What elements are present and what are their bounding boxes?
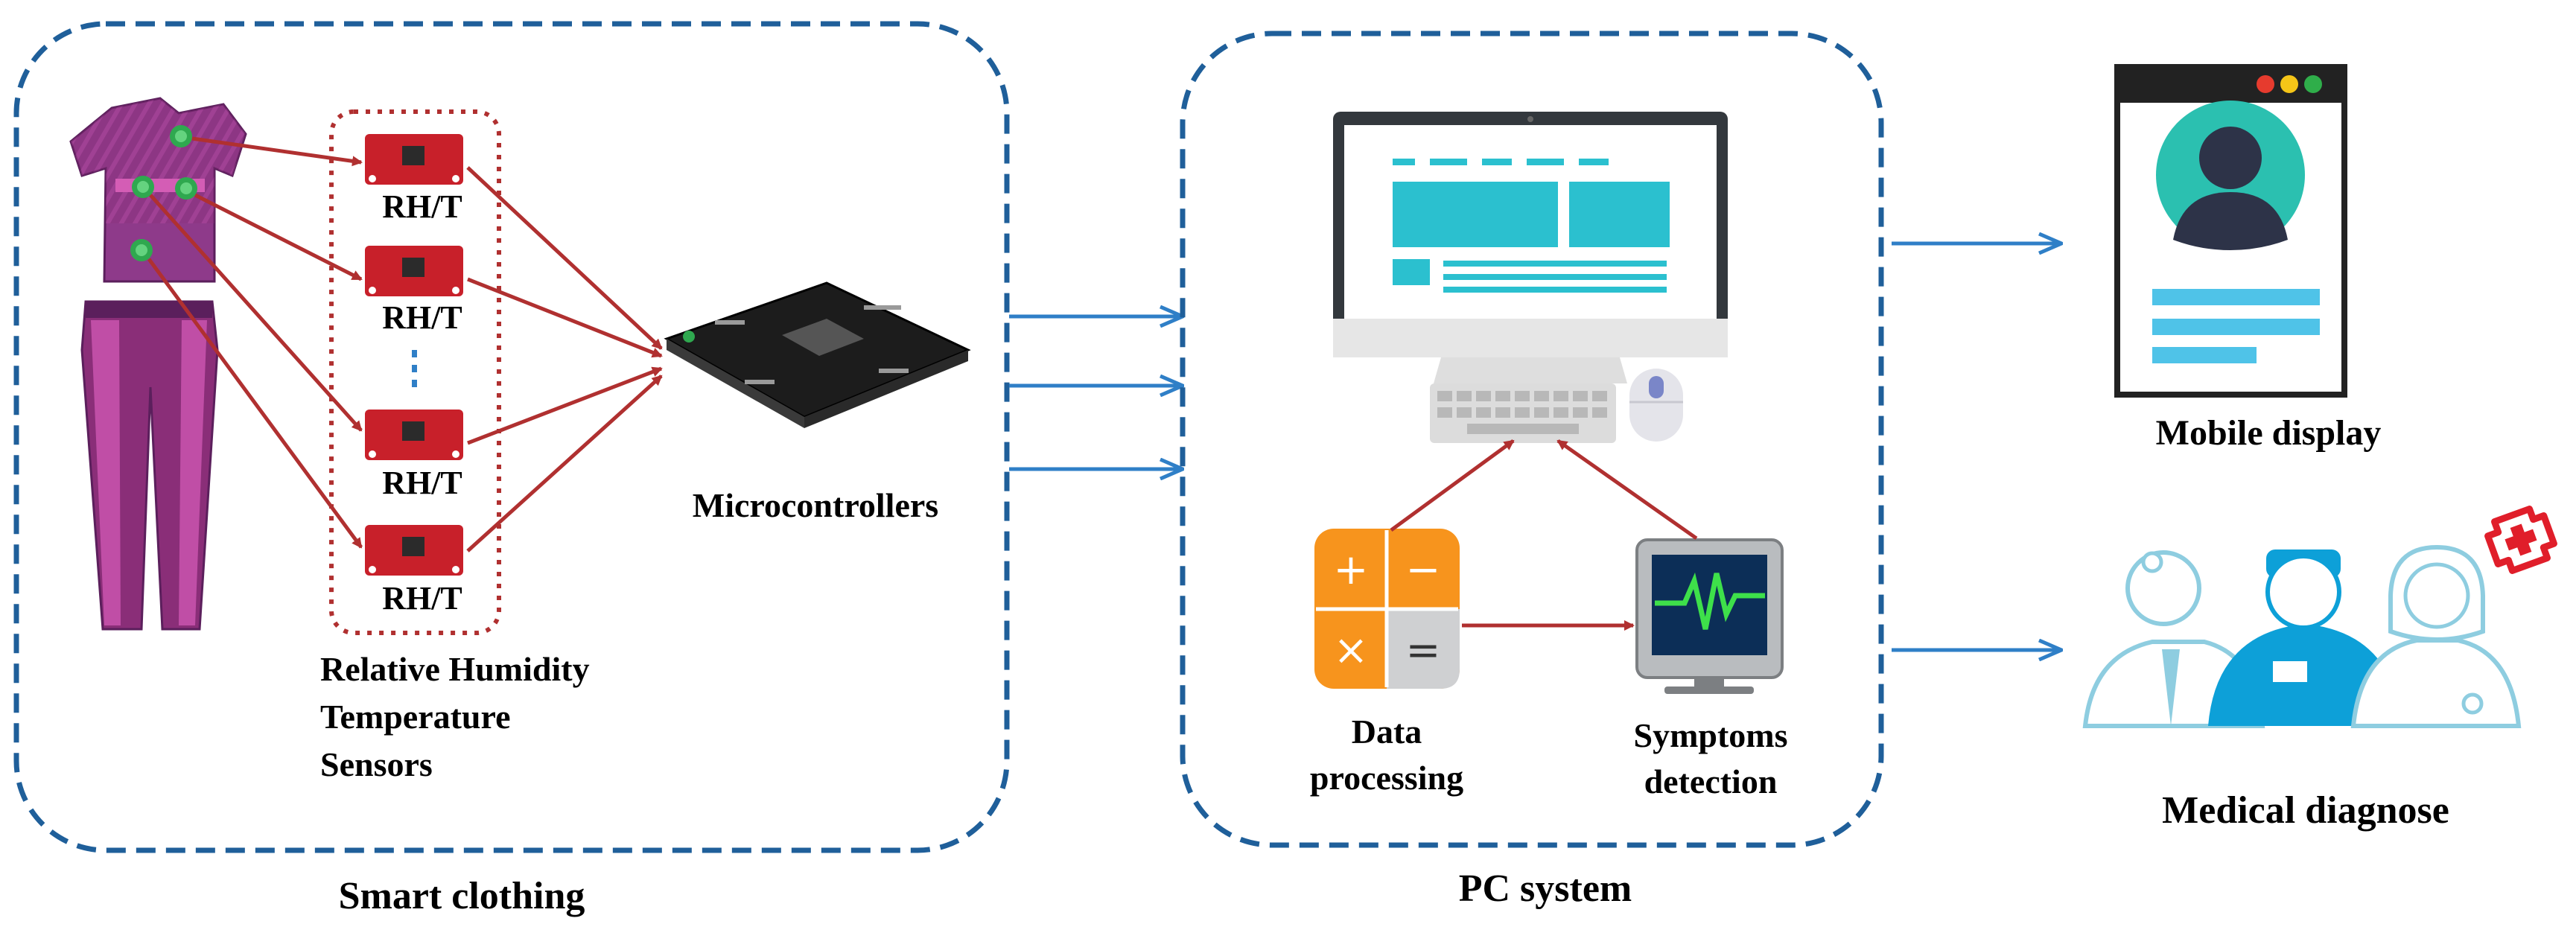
sensor-label-2: RH/T <box>382 299 462 336</box>
calc-times: × <box>1334 626 1369 675</box>
sensor-label-4: RH/T <box>382 580 462 617</box>
sensor-board-2 <box>365 246 463 296</box>
computer-monitor <box>1333 112 1728 383</box>
computer-mouse <box>1629 369 1683 442</box>
symptoms-monitor-icon <box>1635 538 1784 694</box>
data-processing-label-1: Data <box>1352 713 1422 751</box>
pc-flow-arrows <box>1390 439 1698 631</box>
sensor-board-4 <box>365 525 463 576</box>
calc-plus: + <box>1334 546 1369 594</box>
pants-illustration <box>80 300 219 631</box>
sensor-group-box <box>329 109 501 635</box>
sensor-to-mcu-arrows <box>466 166 663 552</box>
sensor-caption-line-3: Sensors <box>320 745 433 783</box>
microcontroller-label: Microcontrollers <box>693 486 938 524</box>
symptoms-detection-label-2: detection <box>1644 762 1778 800</box>
pc-to-outputs-arrows <box>1892 243 2061 650</box>
mobile-display-icon <box>2114 64 2347 398</box>
sensor-dot-4 <box>130 239 153 261</box>
smart-clothing-label: Smart clothing <box>339 875 585 917</box>
dot-to-sensor-arrows <box>147 136 363 549</box>
data-processing-label-2: processing <box>1310 759 1463 797</box>
smart-clothing-box <box>13 21 1010 853</box>
medical-diagnose-label: Medical diagnose <box>2162 789 2449 832</box>
microcontroller-board <box>664 281 971 428</box>
calculator-icon <box>1314 529 1460 689</box>
sensor-caption-line-1: Relative Humidity <box>320 650 590 688</box>
sensor-ellipsis <box>412 350 417 387</box>
mobile-display-label: Mobile display <box>2156 413 2382 453</box>
sensor-label-1: RH/T <box>382 188 462 225</box>
calc-equals: = <box>1406 626 1441 675</box>
calc-minus: − <box>1406 546 1441 594</box>
sensor-dot-3 <box>175 177 197 200</box>
shirt-illustration <box>69 97 247 283</box>
sensor-label-3: RH/T <box>382 465 462 501</box>
sensor-caption-line-2: Temperature <box>320 698 511 736</box>
medical-staff-icon <box>2082 506 2557 728</box>
sensor-board-3 <box>365 410 463 460</box>
sensor-board-1 <box>365 134 463 185</box>
sensor-dot-1 <box>170 125 192 147</box>
pc-system-label: PC system <box>1459 867 1632 910</box>
clothing-to-pc-arrows <box>1009 316 1183 469</box>
symptoms-detection-label-1: Symptoms <box>1633 716 1787 754</box>
keyboard <box>1430 383 1616 443</box>
sensor-dot-2 <box>132 176 154 198</box>
